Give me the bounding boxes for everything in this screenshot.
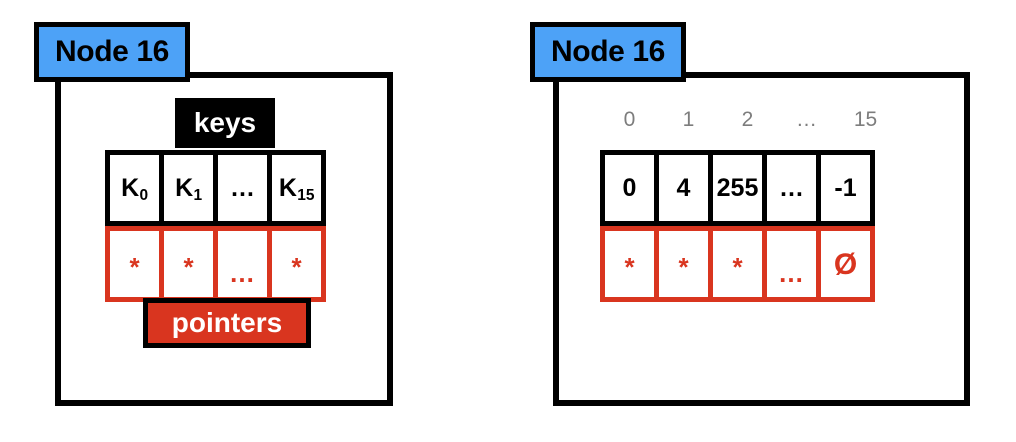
- pointer-ellipsis-icon: …: [778, 257, 805, 288]
- key-cell: K0: [105, 150, 164, 226]
- pointer-star-icon: *: [183, 251, 194, 282]
- index-label: 1: [682, 108, 695, 131]
- key-cell-text: K15: [278, 173, 315, 205]
- pointers-row-abstract: * * … *: [105, 226, 326, 302]
- pointers-caption-label: pointers: [171, 307, 283, 338]
- pointer-star-icon: *: [624, 251, 635, 282]
- node-tag-abstract: Node 16: [34, 22, 190, 82]
- index-label: 0: [623, 108, 636, 131]
- node-tag-concrete: Node 16: [530, 22, 686, 82]
- value-cell: 255: [708, 150, 767, 226]
- pointer-star-icon: *: [291, 251, 302, 282]
- key-cell-text: K0: [121, 173, 149, 205]
- index-label: …: [796, 108, 817, 131]
- value-cell: …: [762, 150, 821, 226]
- pointer-cell: *: [159, 226, 218, 302]
- pointer-cell: *: [267, 226, 326, 302]
- pointer-cell: *: [105, 226, 164, 302]
- pointers-row-concrete: * * * … Ø: [600, 226, 875, 302]
- keys-caption-abstract: keys: [175, 98, 275, 148]
- pointer-cell: *: [600, 226, 659, 302]
- value-cell: -1: [816, 150, 875, 226]
- key-cell-text: K1: [175, 173, 203, 205]
- node-tag-label: Node 16: [551, 35, 665, 68]
- value-cell-text: -1: [834, 173, 857, 202]
- key-cell: …: [213, 150, 272, 226]
- index-labels-row: 0 1 2 … 15: [600, 103, 895, 137]
- pointers-caption-abstract: pointers: [143, 298, 311, 348]
- key-cell: K1: [159, 150, 218, 226]
- index-label: 15: [853, 108, 878, 131]
- key-cell: K15: [267, 150, 326, 226]
- index-label: 2: [741, 108, 754, 131]
- value-cell: 0: [600, 150, 659, 226]
- keys-row-abstract: K0 K1 … K15: [105, 150, 326, 226]
- value-cell-text: 4: [676, 173, 691, 202]
- pointer-null-icon: Ø: [833, 248, 858, 281]
- pointer-star-icon: *: [732, 251, 743, 282]
- pointer-cell: …: [213, 226, 272, 302]
- pointer-cell: *: [654, 226, 713, 302]
- key-cell-subscript: 1: [193, 187, 203, 205]
- pointer-cell: *: [708, 226, 767, 302]
- keys-caption-label: keys: [193, 107, 257, 138]
- value-cell: 4: [654, 150, 713, 226]
- key-cell-subscript: 0: [139, 187, 149, 205]
- value-cell-text: 0: [622, 173, 637, 202]
- key-cell-subscript: 15: [297, 187, 315, 205]
- key-cell-text: …: [230, 173, 255, 202]
- values-row-concrete: 0 4 255 … -1: [600, 150, 875, 226]
- pointer-cell: …: [762, 226, 821, 302]
- pointer-cell: Ø: [816, 226, 875, 302]
- pointer-star-icon: *: [129, 251, 140, 282]
- node-tag-label: Node 16: [55, 35, 169, 68]
- pointer-ellipsis-icon: …: [229, 257, 256, 288]
- value-cell-text: …: [779, 173, 804, 202]
- value-cell-text: 255: [716, 173, 759, 202]
- pointer-star-icon: *: [678, 251, 689, 282]
